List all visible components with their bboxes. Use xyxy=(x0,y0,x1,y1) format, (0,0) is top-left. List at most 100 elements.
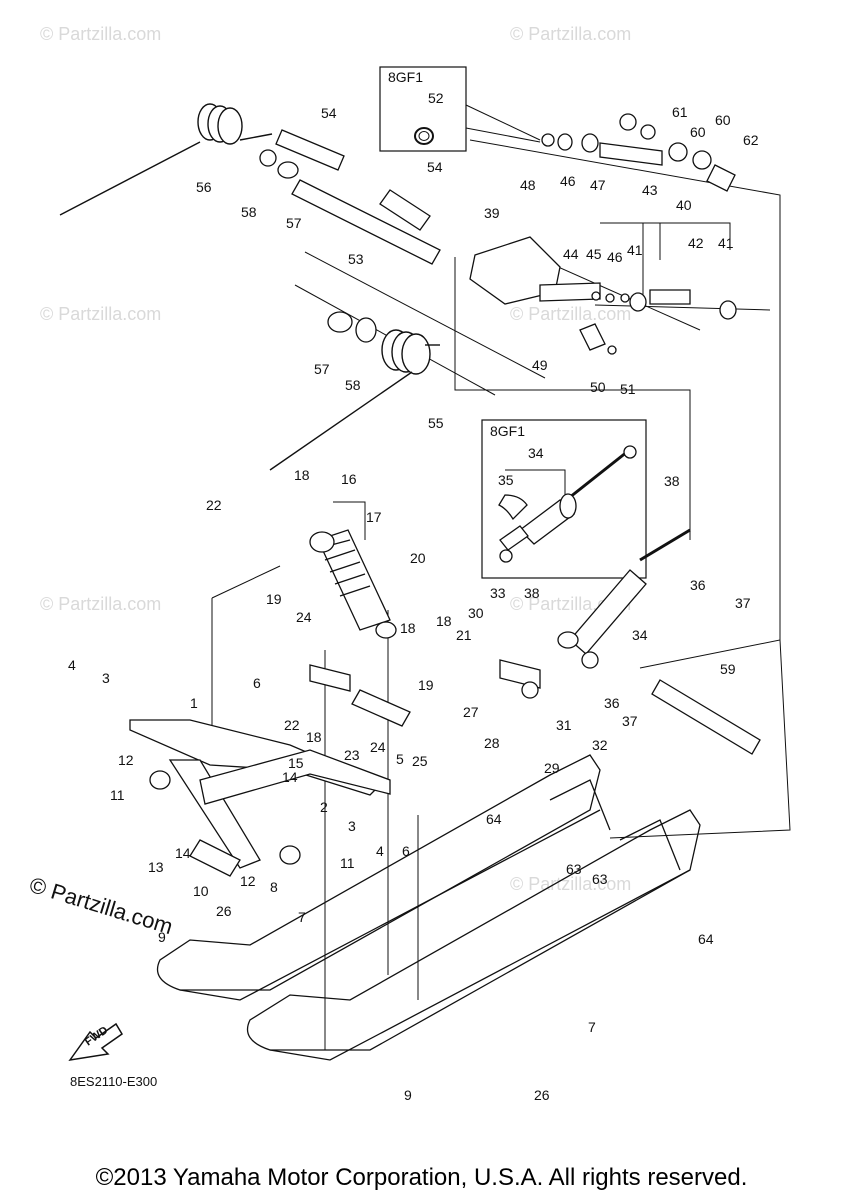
callout-50: 50 xyxy=(590,379,606,395)
callout-39: 39 xyxy=(484,205,500,221)
callout-7: 7 xyxy=(298,909,306,925)
watermark: © Partzilla.com xyxy=(510,874,631,894)
callout-3: 3 xyxy=(102,670,110,686)
callout-19: 19 xyxy=(418,677,434,693)
pivot-bracket xyxy=(469,236,737,355)
rear-shock-absorber xyxy=(309,529,397,639)
callout-54: 54 xyxy=(427,159,443,175)
callout-20: 20 xyxy=(410,550,426,566)
callout-22: 22 xyxy=(284,717,300,733)
callout-22: 22 xyxy=(206,497,222,513)
callout-13: 13 xyxy=(148,859,164,875)
callout-24: 24 xyxy=(370,739,386,755)
callout-48: 48 xyxy=(520,177,536,193)
callout-9: 9 xyxy=(404,1087,412,1103)
callout-62: 62 xyxy=(743,132,759,148)
callout-3: 3 xyxy=(348,818,356,834)
callout-38: 38 xyxy=(524,585,540,601)
callout-27: 27 xyxy=(463,704,479,720)
callout-23: 23 xyxy=(344,747,360,763)
callout-31: 31 xyxy=(556,717,572,733)
callout-4: 4 xyxy=(68,657,76,673)
callout-28: 28 xyxy=(484,735,500,751)
torsion-spring-upper xyxy=(59,103,273,216)
callout-10: 10 xyxy=(193,883,209,899)
callout-18: 18 xyxy=(306,729,322,745)
callout-labels: 1 2 3 3 4 4 5 6 6 7 7 8 9 9 10 11 11 12 … xyxy=(68,90,759,1103)
callout-8: 8 xyxy=(270,879,278,895)
callout-26: 26 xyxy=(534,1087,550,1103)
callout-46: 46 xyxy=(607,249,623,265)
swing-arm-assembly xyxy=(129,664,411,877)
callout-41: 41 xyxy=(718,235,734,251)
copyright-notice: ©2013 Yamaha Motor Corporation, U.S.A. A… xyxy=(95,1164,748,1191)
callout-47: 47 xyxy=(590,177,606,193)
callout-64: 64 xyxy=(486,811,502,827)
callout-33: 33 xyxy=(490,585,506,601)
callout-16: 16 xyxy=(341,471,357,487)
callout-46: 46 xyxy=(560,173,576,189)
callout-44: 44 xyxy=(563,246,579,262)
callout-32: 32 xyxy=(592,737,608,753)
callout-5: 5 xyxy=(396,751,404,767)
callout-14: 14 xyxy=(175,845,191,861)
callout-34: 34 xyxy=(632,627,648,643)
callout-53: 53 xyxy=(348,251,364,267)
watermark: © Partzilla.com xyxy=(510,304,631,324)
callout-45: 45 xyxy=(586,246,602,262)
callout-61: 61 xyxy=(672,104,688,120)
callout-63: 63 xyxy=(566,861,582,877)
callout-7: 7 xyxy=(588,1019,596,1035)
callout-57: 57 xyxy=(314,361,330,377)
callout-24: 24 xyxy=(296,609,312,625)
callout-2: 2 xyxy=(320,799,328,815)
callout-36: 36 xyxy=(604,695,620,711)
callout-30: 30 xyxy=(468,605,484,621)
rear-link-and-rod xyxy=(499,651,761,755)
callout-49: 49 xyxy=(532,357,548,373)
watermark: © Partzilla.com xyxy=(40,594,161,614)
callout-38: 38 xyxy=(664,473,680,489)
callout-37: 37 xyxy=(735,595,751,611)
callout-18: 18 xyxy=(436,613,452,629)
watermark: © Partzilla.com xyxy=(510,24,631,44)
callout-58: 58 xyxy=(241,204,257,220)
callout-42: 42 xyxy=(688,235,704,251)
fwd-arrow-icon: FWD xyxy=(68,1022,124,1062)
callout-43: 43 xyxy=(642,182,658,198)
callout-34: 34 xyxy=(528,445,544,461)
callout-17: 17 xyxy=(366,509,382,525)
callout-11: 11 xyxy=(110,787,125,803)
callout-11: 11 xyxy=(340,855,355,871)
callout-15: 15 xyxy=(288,755,304,771)
shafts-upper xyxy=(259,113,736,343)
callout-26: 26 xyxy=(216,903,232,919)
callout-4: 4 xyxy=(376,843,384,859)
callout-59: 59 xyxy=(720,661,736,677)
inset-box-top: 8GF1 xyxy=(379,66,541,152)
callout-37: 37 xyxy=(622,713,638,729)
callout-35: 35 xyxy=(498,472,514,488)
callout-14: 14 xyxy=(282,769,298,785)
callout-29: 29 xyxy=(544,760,560,776)
callout-18: 18 xyxy=(400,620,416,636)
callout-56: 56 xyxy=(196,179,212,195)
inset-box-label: 8GF1 xyxy=(490,423,525,439)
callout-64: 64 xyxy=(698,931,714,947)
watermark: © Partzilla.com xyxy=(40,304,161,324)
callout-6: 6 xyxy=(253,675,261,691)
callout-36: 36 xyxy=(690,577,706,593)
callout-58: 58 xyxy=(345,377,361,393)
slide-rails xyxy=(156,754,701,1061)
callout-60: 60 xyxy=(690,124,706,140)
callout-1: 1 xyxy=(190,695,198,711)
callout-40: 40 xyxy=(676,197,692,213)
callout-60: 60 xyxy=(715,112,731,128)
diagram-code: 8ES2110-E300 xyxy=(70,1074,158,1089)
callout-6: 6 xyxy=(402,843,410,859)
watermark: © Partzilla.com xyxy=(40,24,161,44)
callout-21: 21 xyxy=(456,627,472,643)
callout-63: 63 xyxy=(592,871,608,887)
callout-54: 54 xyxy=(321,105,337,121)
inset-box-shock: 8GF1 xyxy=(481,419,647,579)
